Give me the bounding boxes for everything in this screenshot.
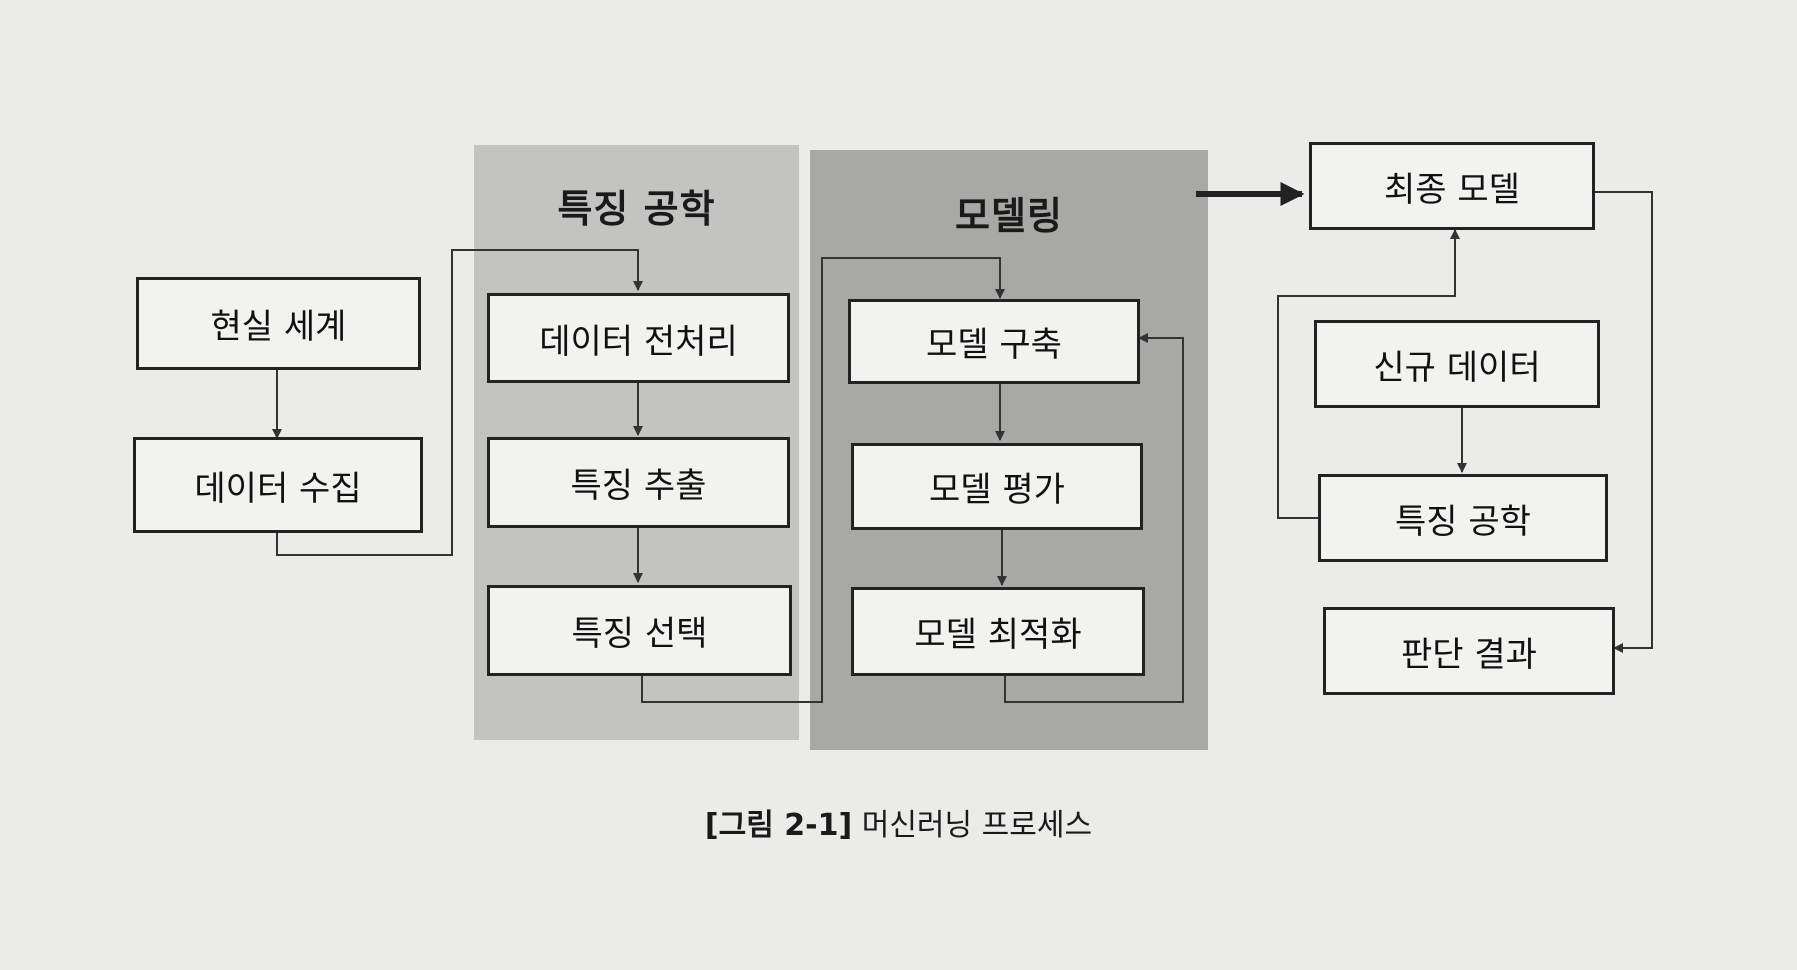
arrow-selection-to-building: [641, 257, 1005, 703]
figure-number: [그림 2-1]: [704, 808, 853, 843]
model-optimization-box: 모델 최적화: [851, 587, 1145, 676]
feature-engineering-2-box: 특징 공학: [1318, 474, 1608, 562]
data-collection-box: 데이터 수집: [133, 437, 423, 533]
model-building-box: 모델 구축: [848, 299, 1140, 384]
feature-extraction-box: 특징 추출: [487, 437, 790, 528]
arrow-final-to-decision: [1595, 191, 1653, 653]
preprocessing-box: 데이터 전처리: [487, 293, 790, 383]
feature-engineering-title: 특징 공학: [557, 187, 716, 231]
arrow-collection-to-preprocessing: [276, 249, 643, 556]
modeling-title: 모델링: [955, 194, 1063, 238]
feature-selection-box: 특징 선택: [487, 585, 792, 676]
arrow-fe2-to-final: [1277, 229, 1460, 519]
figure-caption: [그림 2-1] 머신러닝 프로세스: [0, 800, 1797, 844]
model-evaluation-box: 모델 평가: [851, 443, 1143, 530]
decision-result-box: 판단 결과: [1323, 607, 1615, 695]
new-data-box: 신규 데이터: [1314, 320, 1600, 408]
final-model-box: 최종 모델: [1309, 142, 1595, 230]
real-world-box: 현실 세계: [136, 277, 421, 370]
arrow-optimization-feedback: [1004, 333, 1184, 703]
figure-title: 머신러닝 프로세스: [852, 808, 1093, 843]
